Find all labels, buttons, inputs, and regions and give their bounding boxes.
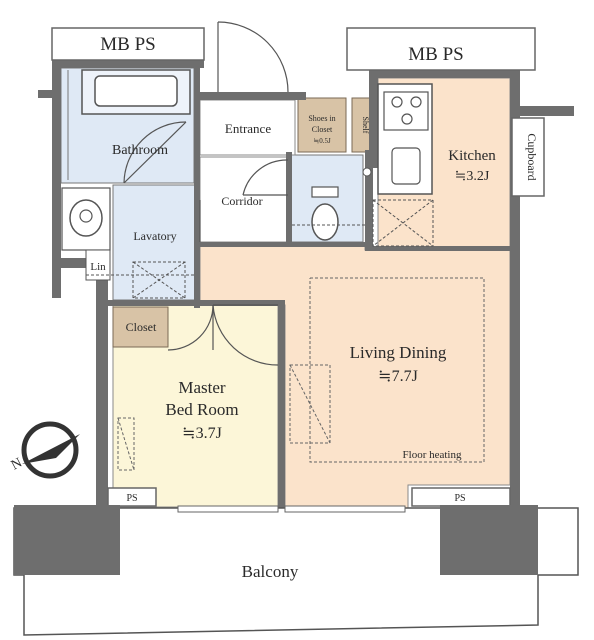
washbasin	[61, 187, 111, 251]
living-dining-label: Living Dining	[350, 343, 447, 362]
shoes-closet-area: ≒0.5J	[313, 137, 331, 145]
ps-left-box	[107, 487, 157, 507]
cupboard-label: Cupboard	[525, 133, 539, 180]
lavatory-label: Lavatory	[133, 229, 176, 243]
fridge-space	[372, 199, 434, 247]
mb-ps-right-label: MB PS	[408, 44, 463, 65]
bedroom-tv-space	[117, 417, 135, 471]
kitchen-counter	[377, 83, 433, 195]
entrance-floor	[199, 99, 296, 156]
shoes-closet-label-1: Shoes in	[308, 114, 335, 123]
entrance-label: Entrance	[225, 121, 271, 136]
shoes-closet-label-2: Closet	[312, 125, 333, 134]
shoes-closet	[297, 97, 347, 153]
mb-ps-left-box	[51, 27, 205, 61]
cupboard-box	[511, 117, 545, 197]
master-area: ≒3.7J	[182, 425, 222, 442]
living-tv-space	[289, 364, 331, 444]
corridor-floor	[199, 156, 289, 243]
floor-heating-outline	[309, 277, 485, 463]
balcony-label: Balcony	[242, 562, 299, 581]
lavatory-floor	[112, 184, 197, 301]
ps-left-label: PS	[126, 493, 137, 504]
corridor-label: Corridor	[221, 194, 262, 208]
bathtub	[81, 69, 191, 115]
shelf-label: Shelf	[361, 117, 370, 134]
master-label-1: Master	[178, 378, 226, 397]
living-area: ≒7.7J	[378, 368, 418, 385]
closet-label: Closet	[126, 320, 157, 334]
doors	[123, 21, 289, 366]
ps-right-label: PS	[454, 493, 465, 504]
kitchen-label: Kitchen	[448, 148, 496, 164]
washer-space	[132, 261, 186, 299]
mb-ps-left-label: MB PS	[100, 34, 155, 55]
windows	[177, 505, 406, 513]
lin-label: Lin	[90, 261, 106, 273]
master-label-2: Bed Room	[165, 400, 238, 419]
floor-heating-label: Floor heating	[403, 449, 462, 461]
mb-ps-right-box	[346, 27, 536, 71]
compass-icon: N	[9, 421, 80, 479]
closet-box	[112, 306, 169, 348]
bathroom-label: Bathroom	[112, 143, 168, 158]
kitchen-area: ≒3.2J	[455, 169, 490, 184]
toilet-fixture	[311, 167, 372, 241]
compass-north-label: N	[9, 456, 25, 474]
